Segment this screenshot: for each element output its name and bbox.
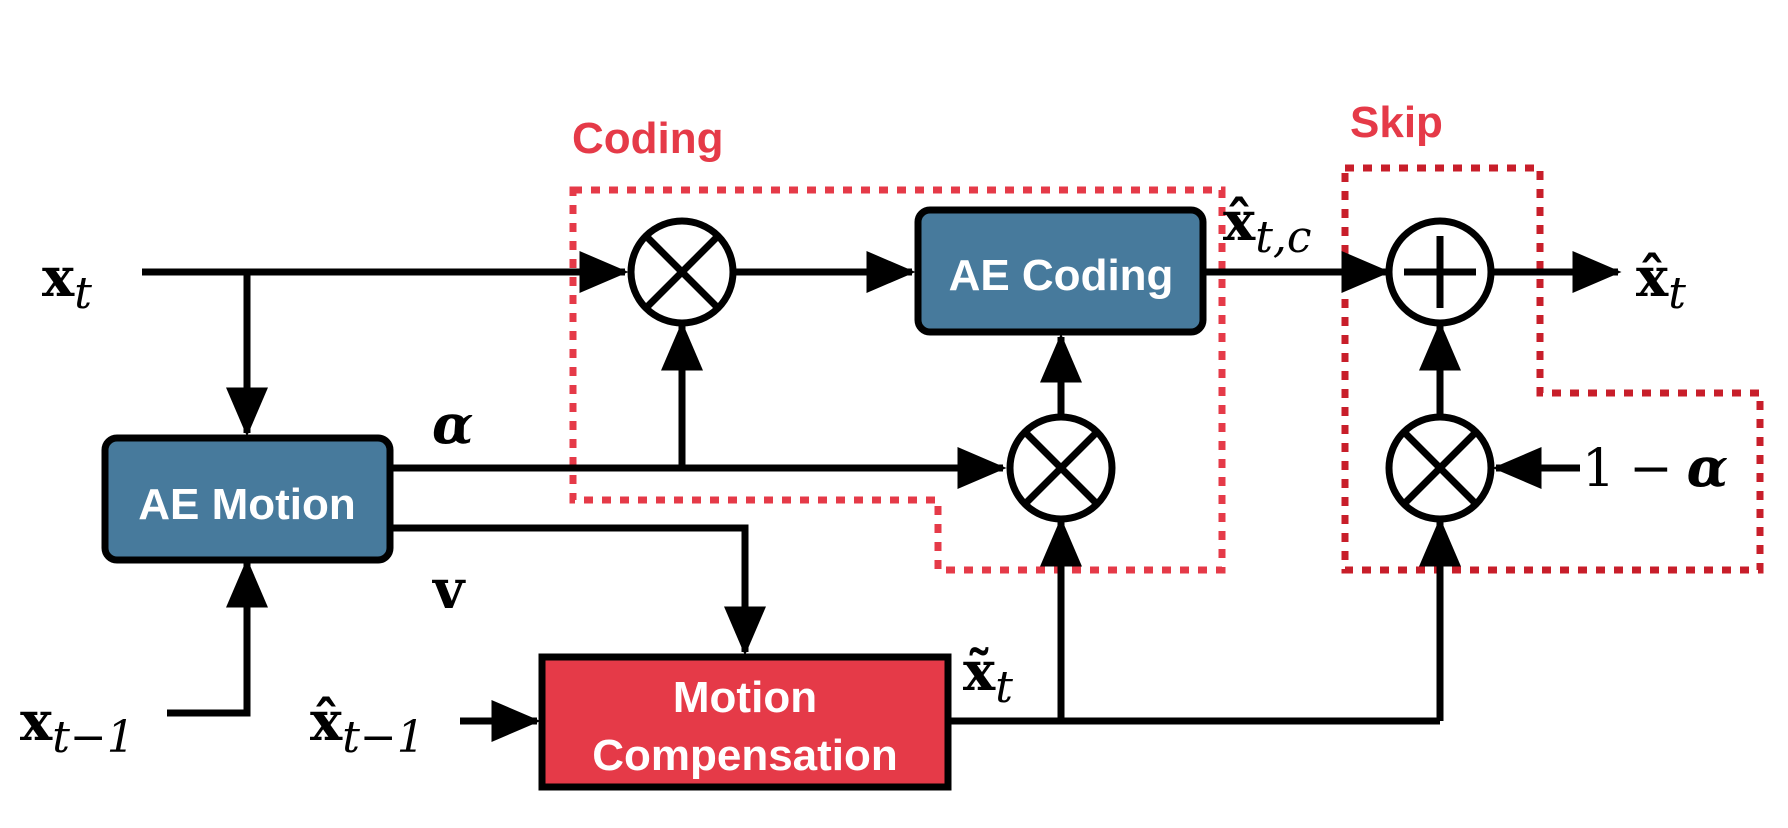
coding-input-multiply-op (627, 217, 737, 327)
wire-xt-minus-1-to-ae-motion (167, 558, 268, 717)
coding-group-border (569, 186, 1226, 574)
skip-multiply-op (1385, 413, 1495, 523)
motion-compensation-label-line1: Motion (673, 673, 817, 722)
symbol-alpha: α (432, 392, 474, 456)
motion-compensation-label-line2: Compensation (592, 731, 898, 780)
symbol-v: v (432, 557, 466, 621)
ae-coding-label: AE Coding (949, 251, 1174, 300)
ae-motion-block (101, 434, 394, 564)
symbol-xhat-t-c: x̂t,c (1223, 189, 1312, 263)
ae-motion-label: AE Motion (138, 480, 356, 529)
skip-group-border (1341, 164, 1764, 574)
skip-add-op (1385, 217, 1495, 327)
symbol-one-minus-alpha: 1−α (1582, 435, 1728, 499)
symbol-x-t-minus-1: xt−1 (20, 689, 135, 763)
coding-alpha-multiply-op (1006, 413, 1116, 523)
skip-group-label: Skip (1350, 98, 1443, 147)
wire-v-to-motion-compensation (390, 524, 766, 656)
symbol-xtilde-t: x̃t (963, 639, 1013, 713)
symbol-x-t: xt (42, 245, 92, 319)
coding-group-label: Coding (572, 114, 724, 163)
symbol-xhat-t: x̂t (1636, 245, 1686, 319)
ae-coding-block (914, 206, 1207, 336)
wires (142, 251, 1622, 742)
symbol-xhat-t-minus-1: x̂t−1 (310, 689, 425, 763)
motion-compensation-block (538, 653, 952, 791)
